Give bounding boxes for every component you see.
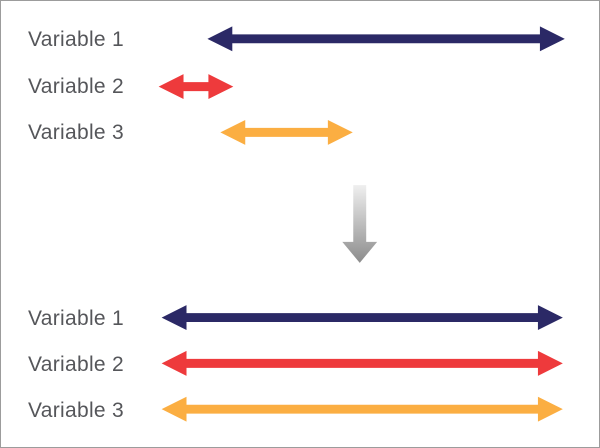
bottom-variable-1-label: Variable 1 bbox=[28, 307, 125, 330]
top-variable-2-label: Variable 2 bbox=[28, 75, 125, 98]
bottom-variable-1-range-arrow bbox=[161, 305, 563, 331]
bottom-variable-3-label: Variable 3 bbox=[28, 399, 125, 422]
top-variable-1-range-arrow bbox=[207, 26, 565, 52]
bottom-variable-2-label: Variable 2 bbox=[28, 353, 125, 376]
bottom-variable-3-range-arrow bbox=[161, 396, 563, 422]
top-variable-3-range-arrow bbox=[220, 119, 353, 145]
transform-down-arrow-icon bbox=[342, 185, 378, 263]
top-variable-2-range-arrow bbox=[158, 74, 234, 100]
top-variable-1-label: Variable 1 bbox=[28, 28, 125, 51]
bottom-variable-2-range-arrow bbox=[161, 350, 563, 376]
top-variable-3-label: Variable 3 bbox=[28, 121, 125, 144]
